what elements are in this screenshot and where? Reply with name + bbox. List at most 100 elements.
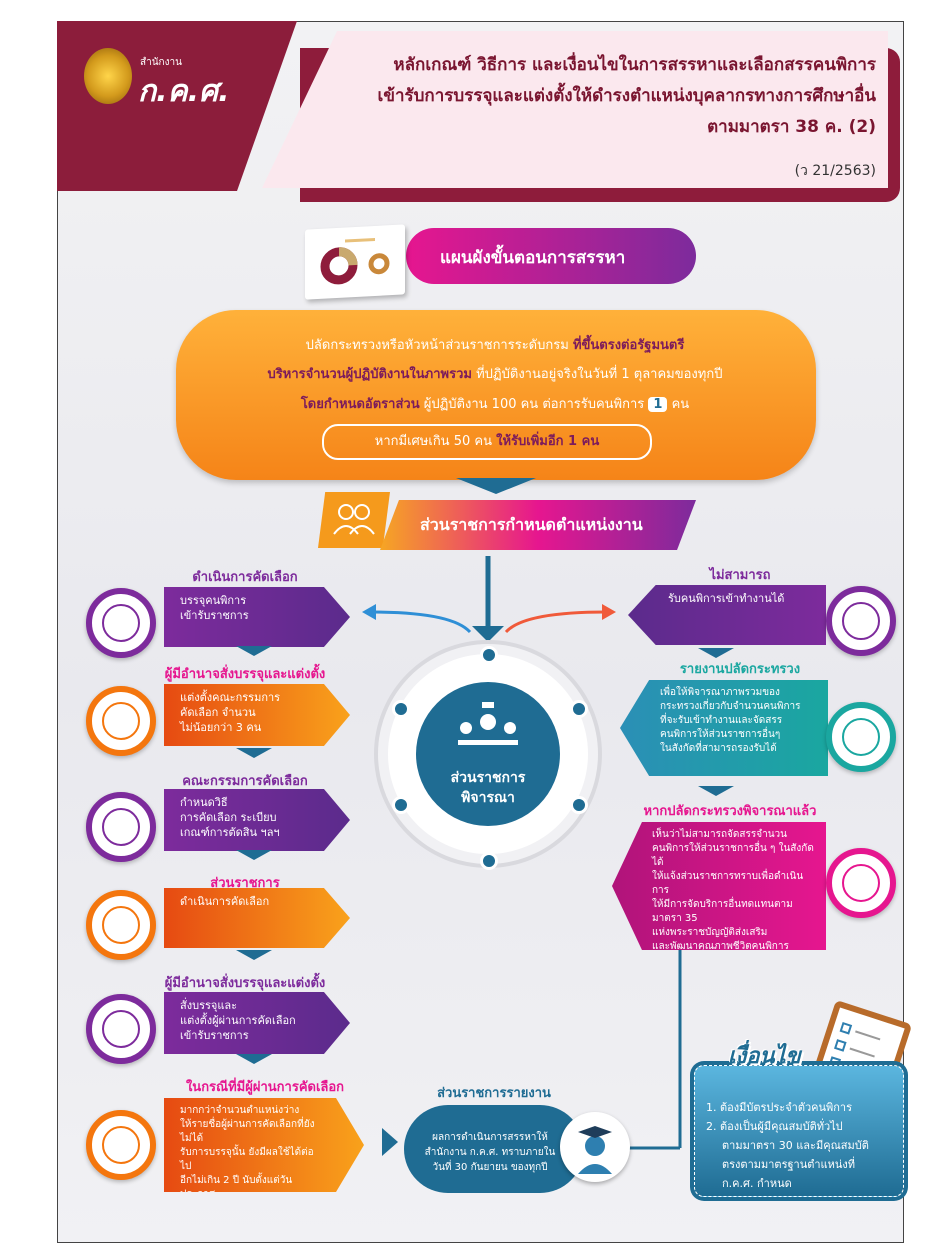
left-step-label-5: ผู้มีอำนาจสั่งบรรจุและแต่งตั้ง <box>164 976 326 991</box>
people-icon <box>333 504 375 535</box>
report-text: ผลการดำเนินการสรรหาให้ สำนักงาน ก.ค.ศ. ท… <box>424 1132 556 1173</box>
right-connector-head <box>602 604 616 620</box>
document-glyph <box>842 864 880 902</box>
certificate-icon <box>86 994 156 1064</box>
quota-note-b: ให้รับเพิ่มอีก 1 คน <box>496 434 600 449</box>
left-step-label-2: ผู้มีอำนาจสั่งบรรจุและแต่งตั้ง <box>164 667 326 682</box>
people-icon-box <box>318 492 390 548</box>
header-title-panel <box>262 31 888 188</box>
wheelchair-glyph <box>842 602 880 640</box>
right-chevron-1 <box>698 648 734 658</box>
quota-note-pill: หากมีเศษเกิน 50 คน ให้รับเพิ่มอีก 1 คน <box>322 424 652 460</box>
quota-line-2b: ที่ปฏิบัติงานอยู่จริงในวันที่ 1 ตุลาคมขอ… <box>471 367 723 382</box>
interview-glyph <box>102 906 140 944</box>
section-banner <box>380 500 696 550</box>
wheelchair-icon <box>86 588 156 658</box>
center-core <box>416 682 560 826</box>
title-line-3: ตามมาตรา 38 ค. (2) <box>707 117 876 137</box>
wheelchair-icon <box>826 586 896 656</box>
right-chevron-2 <box>698 786 734 796</box>
two-years-icon <box>86 1110 156 1180</box>
left-step-box-6: มากกว่าจำนวนตำแหน่งว่าง ให้รายชื่อผู้ผ่า… <box>164 1098 364 1192</box>
left-step-label-1: ดำเนินการคัดเลือก <box>192 570 298 585</box>
left-step-box-5: สั่งบรรจุและ แต่งตั้งผู้ผ่านการคัดเลือก … <box>164 992 350 1054</box>
emblem-icon <box>84 48 132 104</box>
left-chevron-2 <box>236 748 272 758</box>
left-connector <box>371 610 472 634</box>
conditions-box <box>694 1065 904 1197</box>
meeting-icon <box>86 792 156 862</box>
quota-line-3c: คน <box>667 397 690 412</box>
quota-line-2: บริหารจำนวนผู้ปฏิบัติงานในภาพรวม ที่ปฏิบ… <box>190 363 800 384</box>
right-step-label-1: ไม่สามารถ <box>709 568 771 583</box>
ring-dot-right-lower <box>570 796 588 814</box>
left-to-report-arrow <box>382 1128 398 1156</box>
quota-line-1: ปลัดกระทรวงหรือหัวหน้าส่วนราชการระดับกรม… <box>190 334 800 355</box>
left-chevron-3 <box>236 850 272 860</box>
plan-title: แผนผังขั้นตอนการสรรหา <box>440 248 626 268</box>
ring-dot-right-upper <box>570 700 588 718</box>
left-connector-head <box>362 604 376 620</box>
left-step-label-6: ในกรณีที่มีผู้ผ่านการคัดเลือก <box>185 1080 345 1095</box>
condition-item: ตามมาตรา 30 และมีคุณสมบัติ <box>722 1139 869 1152</box>
plan-title-pill <box>406 228 696 284</box>
logo-small-text: สำนักงาน <box>140 57 182 68</box>
meeting-glyph <box>102 808 140 846</box>
left-step-box-2: แต่งตั้งคณะกรรมการ คัดเลือก จำนวน ไม่น้อ… <box>164 684 350 746</box>
ring-dot-left-lower <box>392 796 410 814</box>
left-step-label-3: คณะกรรมการคัดเลือก <box>182 774 308 789</box>
left-chevron-1 <box>236 646 272 656</box>
quota-line-3b: ผู้ปฏิบัติงาน 100 คน ต่อการรับคนพิการ <box>419 397 649 412</box>
report-pill <box>404 1105 584 1193</box>
down-connector-head <box>472 626 504 642</box>
quota-ratio-badge: 1 <box>648 397 668 412</box>
committee-glyph <box>102 702 140 740</box>
conditions-list: 1. ต้องมีบัตรประจำตัวคนพิการ 2. ต้องเป็น… <box>706 1098 896 1193</box>
report-title: ส่วนราชการรายงาน <box>437 1086 551 1101</box>
right-connector <box>504 610 607 634</box>
right-step-box-1: รับคนพิการเข้าทำงานได้ <box>628 585 826 645</box>
quota-note-a: หากมีเศษเกิน 50 คน <box>374 434 497 449</box>
quota-line-1b: ที่ขึ้นตรงต่อรัฐมนตรี <box>572 338 685 353</box>
ring-dot-bottom <box>480 852 498 870</box>
left-step-box-3: กำหนดวิธี การคัดเลือก ระเบียบ เกณฑ์การตั… <box>164 789 350 851</box>
condition-item: 2. ต้องเป็นผู้มีคุณสมบัติทั่วไป <box>706 1120 843 1133</box>
title-line-1: หลักเกณฑ์ วิธีการ และเงื่อนไขในการสรรหาแ… <box>393 55 876 75</box>
quota-line-1a: ปลัดกระทรวงหรือหัวหน้าส่วนราชการระดับกรม <box>305 338 573 353</box>
donut-chart-icon <box>320 237 390 285</box>
right-step-label-2: รายงานปลัดกระทรวง <box>679 662 801 677</box>
quota-line-3a: โดยกำหนดอัตราส่วน <box>300 397 420 412</box>
left-step-label-4: ส่วนราชการ <box>210 876 280 891</box>
report-icon <box>826 702 896 772</box>
right-step-box-2: เพื่อให้พิจารณาภาพรวมของ กระทรวงเกี่ยวกั… <box>620 680 828 776</box>
condition-item: 1. ต้องมีบัตรประจำตัวคนพิการ <box>706 1101 853 1114</box>
condition-item: ตรงตามมาตรฐานตำแหน่งที่ <box>722 1158 856 1171</box>
committee-icon <box>86 686 156 756</box>
quota-line-3: โดยกำหนดอัตราส่วน ผู้ปฏิบัติงาน 100 คน ต… <box>190 393 800 414</box>
logo-text: ก.ค.ศ. <box>138 74 230 109</box>
graduate-cap-icon <box>578 1126 612 1174</box>
center-label: ส่วนราชการ พิจารณา <box>416 768 560 808</box>
wheelchair-glyph <box>102 604 140 642</box>
certificate-glyph <box>102 1010 140 1048</box>
down-arrow <box>456 478 536 494</box>
ring-dot-left-upper <box>392 700 410 718</box>
report-glyph <box>842 718 880 756</box>
condition-item: ก.ค.ศ. กำหนด <box>722 1177 792 1190</box>
center-label-line-2: พิจารณา <box>461 790 515 806</box>
chart-card-icon <box>305 224 405 300</box>
ring-dot-top <box>480 646 498 664</box>
page-title: หลักเกณฑ์ วิธีการ และเงื่อนไขในการสรรหาแ… <box>316 50 876 143</box>
left-step-box-1: บรรจุคนพิการ เข้ารับราชการ <box>164 587 350 647</box>
conditions-title: เงื่อนไข <box>728 1044 801 1069</box>
left-chevron-5 <box>236 1054 272 1064</box>
right-step-label-3: หากปลัดกระทรวงพิจารณาแล้ว <box>643 804 817 819</box>
interview-icon <box>86 890 156 960</box>
right-step-box-3: เห็นว่าไม่สามารถจัดสรรจำนวน คนพิการให้ส่… <box>612 822 826 950</box>
title-line-2: เข้ารับการบรรจุและแต่งตั้งให้ดำรงตำแหน่ง… <box>377 86 876 106</box>
quota-panel <box>176 310 816 480</box>
document-code: (ว 21/2563) <box>794 163 876 179</box>
graduate-icon <box>560 1112 630 1182</box>
left-step-box-4: ดำเนินการคัดเลือก <box>164 888 350 948</box>
